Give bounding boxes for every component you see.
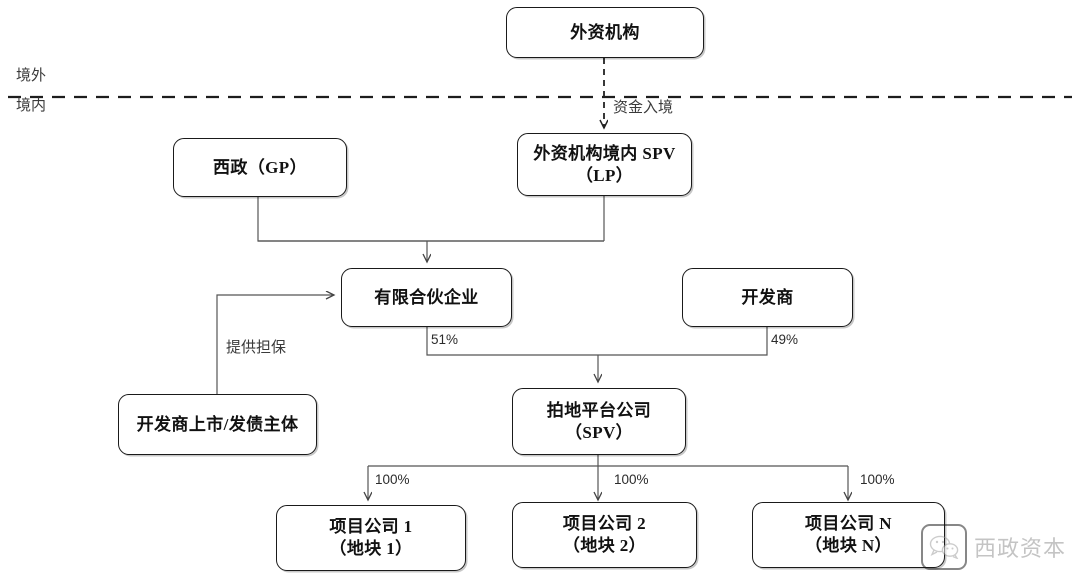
node-project-company-2-line-2: （地块 2） — [562, 536, 647, 555]
node-developer[interactable]: 开发商 — [682, 268, 853, 327]
node-land-bidding-platform-line-1: 拍地平台公司 — [546, 400, 652, 420]
node-project-company-2[interactable]: 项目公司 2 （地块 2） — [512, 502, 697, 568]
node-onshore-spv[interactable]: 外资机构境内 SPV （LP） — [517, 133, 692, 196]
node-limited-partnership-line-1: 有限合伙企业 — [374, 287, 479, 307]
edge-label-capital-inflow: 资金入境 — [613, 100, 674, 116]
node-limited-partnership[interactable]: 有限合伙企业 — [341, 268, 512, 327]
edge-label-project-1-share: 100% — [375, 472, 410, 487]
node-project-company-1-line-1: 项目公司 1 — [329, 517, 413, 537]
node-onshore-spv-line-1: 外资机构境内 SPV — [533, 143, 676, 163]
node-land-bidding-platform[interactable]: 拍地平台公司 （SPV） — [512, 388, 686, 455]
node-project-company-n-line-1: 项目公司 N — [805, 514, 892, 534]
watermark: 西政资本 — [920, 524, 1066, 570]
node-xizheng-gp-line-1: 西政（GP） — [212, 157, 307, 177]
node-xizheng-gp[interactable]: 西政（GP） — [173, 138, 347, 197]
node-project-company-2-line-1: 项目公司 2 — [562, 514, 647, 534]
node-foreign-institution-line-1: 外资机构 — [570, 22, 640, 42]
node-project-company-n-line-2: （地块 N） — [805, 536, 892, 555]
node-project-company-1[interactable]: 项目公司 1 （地块 1） — [276, 505, 466, 571]
edge-label-lp-share: 51% — [431, 332, 459, 347]
wire-developer-49 — [598, 327, 768, 356]
node-foreign-institution[interactable]: 外资机构 — [506, 7, 704, 58]
wire-gp-to-partnership — [257, 197, 604, 242]
zone-label-offshore: 境外 — [16, 68, 47, 84]
edge-label-provide-guarantee: 提供担保 — [226, 340, 287, 356]
node-developer-line-1: 开发商 — [741, 287, 794, 307]
node-onshore-spv-line-2: （LP） — [575, 165, 634, 185]
node-project-company-1-line-2: （地块 1） — [329, 539, 413, 558]
zone-label-onshore: 境内 — [16, 98, 47, 114]
node-developer-listed-entity-line-1: 开发商上市/发债主体 — [136, 414, 299, 434]
node-developer-listed-entity[interactable]: 开发商上市/发债主体 — [118, 394, 317, 455]
node-land-bidding-platform-line-2: （SPV） — [564, 422, 634, 442]
watermark-text: 西政资本 — [973, 536, 1066, 561]
edge-label-project-n-share: 100% — [860, 472, 895, 487]
wechat-icon — [920, 524, 967, 570]
edge-label-project-2-share: 100% — [614, 472, 649, 487]
edge-label-developer-share: 49% — [771, 332, 799, 347]
node-project-company-n[interactable]: 项目公司 N （地块 N） — [752, 502, 945, 568]
